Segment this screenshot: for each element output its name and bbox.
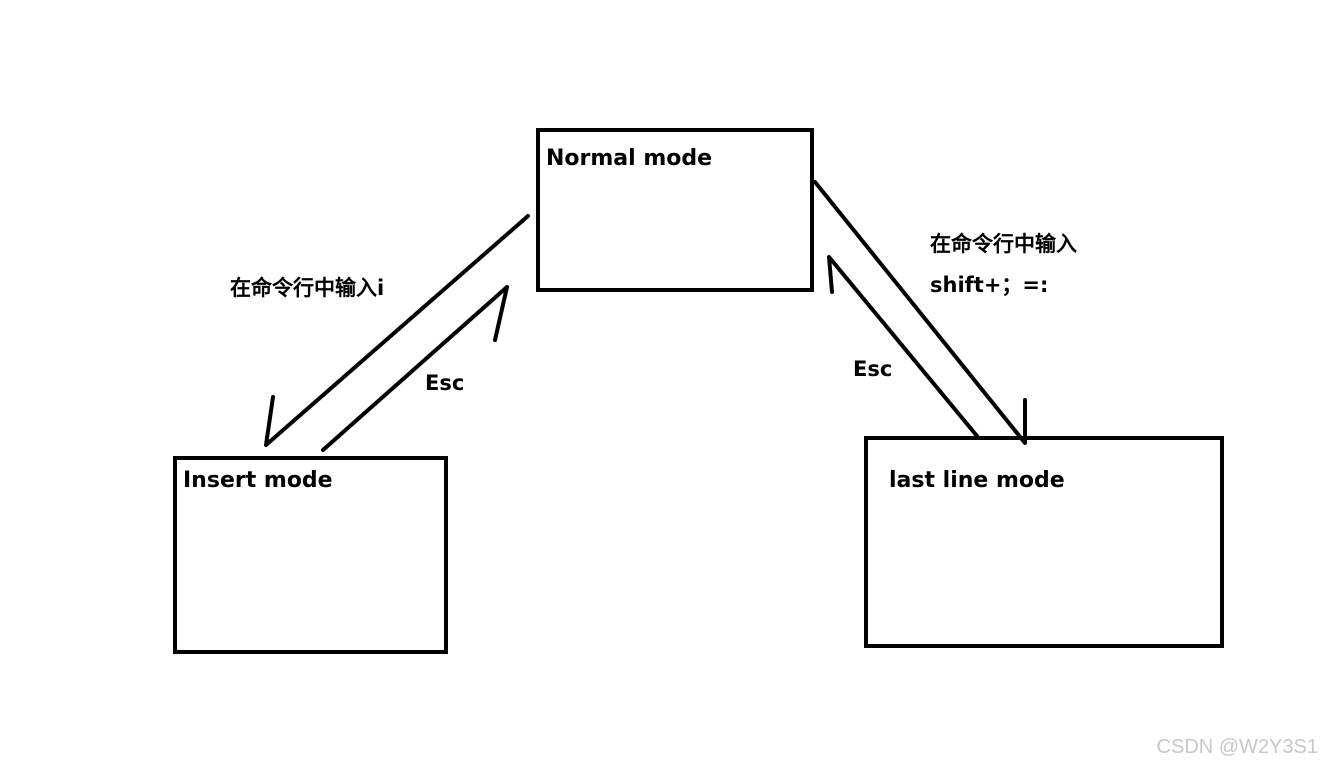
edge-label-insert-to-normal: Esc [425, 371, 465, 395]
arrow-last-line-to-normal-shaft [827, 255, 979, 438]
arrow-normal-to-insert [264, 214, 530, 447]
edge-label-normal-to-last-line-line1: 在命令行中输入 [930, 232, 1077, 256]
arrow-normal-to-insert-shaft [264, 214, 530, 447]
edge-label-last-line-to-normal: Esc [853, 357, 893, 381]
edge-label-normal-to-insert: 在命令行中输入i [230, 276, 385, 300]
arrow-normal-to-last-line [813, 180, 1027, 445]
arrow-insert-to-normal [321, 285, 509, 452]
watermark-text: CSDN @W2Y3S1 [1156, 736, 1318, 758]
edge-label-normal-to-last-line-line2: shift+；=: [930, 273, 1049, 297]
normal-mode-label: Normal mode [546, 146, 713, 171]
last-line-mode-box [864, 436, 1224, 648]
normal-mode-box [536, 128, 814, 292]
insert-mode-box [173, 456, 448, 654]
last-line-mode-label: last line mode [889, 468, 1065, 493]
arrow-normal-to-last-line-shaft [813, 180, 1027, 445]
arrow-last-line-to-normal [827, 255, 979, 438]
arrow-insert-to-normal-shaft [321, 285, 509, 452]
insert-mode-label: Insert mode [183, 468, 333, 493]
